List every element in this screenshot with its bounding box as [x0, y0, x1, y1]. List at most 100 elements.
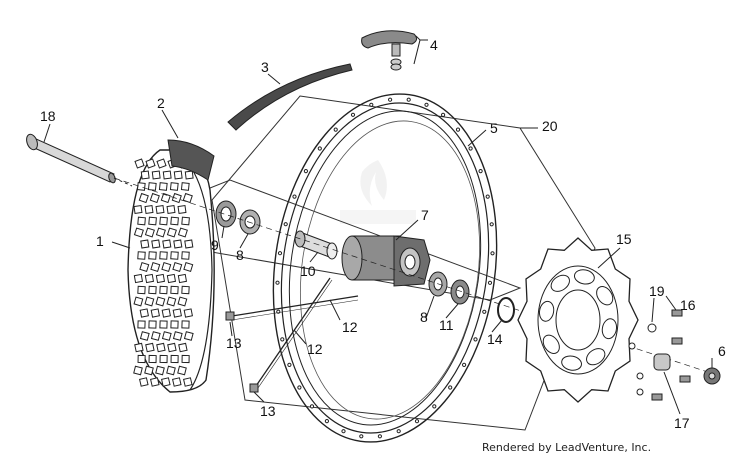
- tread-block: [150, 261, 161, 272]
- rim-hole: [359, 434, 364, 439]
- callout-8-left: 8: [236, 247, 244, 263]
- rim-hole: [277, 251, 283, 256]
- tread-block: [182, 192, 193, 204]
- tread-block: [159, 320, 168, 329]
- rim-hole: [482, 309, 487, 314]
- disc-slot: [601, 318, 618, 340]
- tread-block: [133, 273, 144, 284]
- rim-hole: [297, 385, 302, 390]
- brake-disc-slots: [538, 269, 618, 371]
- tread-block: [180, 182, 190, 191]
- inner-tube: [167, 139, 215, 181]
- tread-block: [160, 192, 171, 204]
- rim: [272, 93, 498, 443]
- tread-block: [137, 320, 146, 329]
- callout-14: 14: [487, 331, 503, 347]
- rim-hole: [317, 146, 322, 151]
- tread-block: [140, 170, 150, 180]
- tread-block: [151, 239, 161, 249]
- callout-5: 5: [490, 120, 498, 136]
- tread-block: [156, 158, 167, 169]
- brake-disc: [517, 237, 639, 403]
- rim-hole: [369, 102, 374, 107]
- rim-hole: [468, 146, 473, 151]
- tread-block: [166, 273, 177, 284]
- tread-block: [161, 377, 171, 387]
- left-bearing-seal: [215, 200, 237, 228]
- disc-slot: [538, 300, 555, 322]
- callout-11: 11: [439, 317, 454, 333]
- callout-15: 15: [616, 231, 632, 247]
- callout-2: 2: [157, 95, 165, 111]
- tread-block: [167, 342, 177, 353]
- rim-hole: [424, 102, 429, 107]
- tread-block: [183, 377, 193, 387]
- tread-block: [170, 354, 179, 364]
- tread-block: [158, 182, 168, 191]
- tread-block: [173, 239, 183, 249]
- tread-block: [138, 192, 149, 204]
- tread-block: [148, 354, 157, 364]
- tread-block: [184, 239, 194, 249]
- tread-block: [144, 296, 155, 307]
- tread-block: [134, 342, 144, 353]
- tread-block: [139, 261, 150, 272]
- disc-washers: [628, 323, 657, 396]
- tread-block: [149, 192, 160, 204]
- disc-slot: [586, 348, 606, 366]
- tread-block: [172, 261, 183, 272]
- tread-block: [155, 365, 165, 376]
- tread-block: [133, 227, 144, 238]
- tread-block: [166, 365, 176, 376]
- tread-block: [155, 296, 166, 307]
- rim-hole: [485, 194, 490, 199]
- tread-block: [159, 285, 168, 295]
- tread-block: [137, 285, 146, 295]
- callout-18: 18: [40, 108, 56, 124]
- rim-hole: [350, 112, 356, 117]
- rim-hole: [406, 97, 411, 102]
- callout-9: 9: [211, 237, 219, 253]
- rim-hole: [490, 251, 495, 256]
- tread-block: [159, 354, 168, 364]
- tread-block: [172, 308, 182, 318]
- tread-block: [169, 182, 179, 191]
- tread-block: [170, 320, 179, 329]
- right-spacer: [450, 279, 470, 305]
- hub-spacer: [294, 230, 338, 260]
- tread-block: [181, 354, 190, 364]
- callout-12-upper: 12: [342, 319, 358, 335]
- callout-16: 16: [680, 297, 696, 313]
- rim-hole: [283, 222, 288, 227]
- tread-block: [155, 273, 166, 284]
- tread-block: [173, 170, 183, 180]
- left-bearing: [239, 209, 261, 235]
- tread-block: [183, 308, 193, 318]
- callout-13-lower: 13: [260, 403, 276, 419]
- oil-seal: [497, 297, 515, 323]
- tread-block: [140, 239, 150, 249]
- tread-block: [181, 285, 190, 295]
- disc-slot: [561, 355, 583, 371]
- tread-block: [161, 308, 171, 318]
- tread-block: [172, 377, 182, 387]
- tread-block: [162, 170, 172, 180]
- tread-block: [145, 158, 156, 169]
- tread-block: [133, 296, 144, 307]
- disc-slot: [573, 269, 595, 285]
- rim-hole: [432, 404, 437, 409]
- tread-block: [172, 331, 183, 341]
- tread-block: [162, 239, 172, 249]
- tread-block: [148, 251, 157, 260]
- hub: [341, 235, 431, 287]
- callout-7: 7: [421, 207, 429, 223]
- tread-block: [137, 216, 146, 226]
- tread-block: [144, 273, 155, 284]
- tread-block: [181, 216, 190, 226]
- callout-12-lower: 12: [307, 341, 323, 357]
- rim-hole: [324, 419, 329, 424]
- tread-block: [177, 204, 187, 215]
- spoke-upper: [231, 295, 359, 321]
- callout-4: 4: [430, 37, 438, 53]
